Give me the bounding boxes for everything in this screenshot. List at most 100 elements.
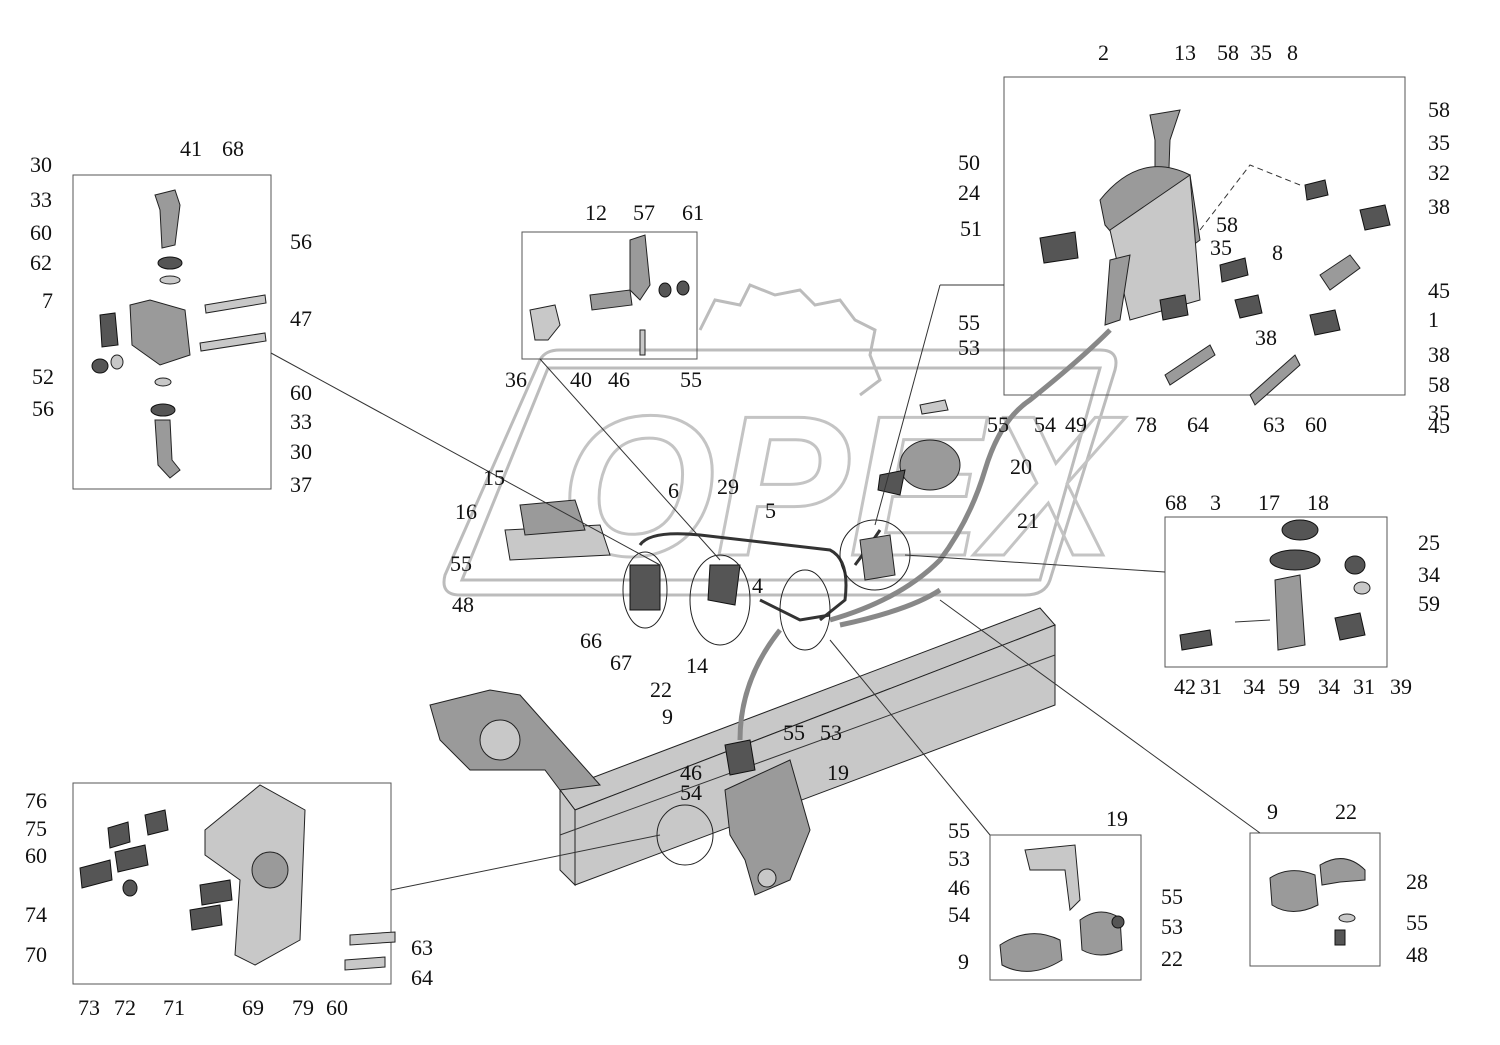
pipe-up-right (829, 328, 1112, 623)
pipe-main-b (759, 598, 831, 622)
inset-box-top-left (72, 174, 272, 490)
chassis-frame (429, 607, 1056, 887)
callout-top-right-55: 55 (987, 412, 1009, 437)
callout-right-middle-39: 39 (1390, 674, 1412, 699)
leader-inset-top-left (270, 352, 661, 566)
callout-top-left-30: 30 (290, 439, 312, 464)
callout-top-left-56: 56 (32, 396, 54, 421)
callout-right-middle-31: 31 (1200, 674, 1222, 699)
callout-center-6: 6 (668, 478, 679, 503)
callout-center-9: 9 (662, 704, 673, 729)
callout-top-right-64: 64 (1187, 412, 1209, 437)
plate-7 (99, 312, 119, 348)
callout-top-right-60: 60 (1305, 412, 1327, 437)
clamp-9 (999, 933, 1063, 972)
callout-right-middle-25: 25 (1418, 530, 1440, 555)
frame-rail-side (559, 624, 1056, 886)
callout-top-right-2: 2 (1098, 40, 1109, 65)
nut-30 (157, 256, 183, 270)
callout-top-left-41: 41 (180, 136, 202, 161)
elbow-36 (529, 304, 561, 341)
callout-top-right-78: 78 (1135, 412, 1157, 437)
callout-top-right-55: 55 (958, 310, 980, 335)
callout-bottom-mid-right-19: 19 (1106, 806, 1128, 831)
elbow-38c (1234, 294, 1263, 319)
callout-top-right-35: 35 (1250, 40, 1272, 65)
callout-center-5: 5 (765, 498, 776, 523)
bracket-12 (629, 234, 651, 301)
callout-top-right-24: 24 (958, 180, 980, 205)
valve-body (899, 439, 961, 491)
clamp-22b (1319, 858, 1366, 886)
callout-top-right-53: 53 (958, 335, 980, 360)
callout-top-left-52: 52 (32, 364, 54, 389)
callout-top-right-58: 58 (1216, 212, 1238, 237)
leader-inset-bottom-mid-right (829, 639, 991, 836)
nut-52 (91, 358, 109, 374)
callout-top-right-45: 45 (1428, 413, 1450, 438)
callout-bottom-right-55: 55 (1406, 910, 1428, 935)
inset-box-right-middle (1164, 516, 1388, 668)
clamp-22 (1079, 911, 1123, 956)
callout-bottom-right-48: 48 (1406, 942, 1428, 967)
inset-bottom-right-parts (1269, 858, 1366, 946)
leader-to-valve (874, 284, 941, 526)
screw-48 (1334, 929, 1346, 946)
callout-top-left-62: 62 (30, 250, 52, 275)
callout-center-12: 12 (585, 200, 607, 225)
callout-bottom-left-60: 60 (326, 995, 348, 1020)
cover-24 (1039, 231, 1079, 264)
bolt-47a (204, 294, 267, 314)
callout-right-middle-42: 42 (1174, 674, 1196, 699)
callout-center-46: 46 (608, 367, 630, 392)
callout-right-middle-59: 59 (1418, 591, 1440, 616)
callout-bottom-left-69: 69 (242, 995, 264, 1020)
ring-34 (1353, 581, 1371, 595)
valve-3-body (1274, 574, 1306, 651)
callout-center-19: 19 (827, 760, 849, 785)
nut-61 (676, 280, 690, 296)
callout-top-right-1: 1 (1428, 307, 1439, 332)
callout-right-middle-34: 34 (1418, 562, 1440, 587)
callout-center-66: 66 (580, 628, 602, 653)
inset-bottom-left-parts (79, 784, 396, 971)
callout-right-middle-17: 17 (1258, 490, 1280, 515)
valve-cap (919, 399, 949, 415)
frame-rail-face (559, 788, 576, 887)
bolt-63 (349, 931, 396, 946)
leader-inset-bottom-right (939, 599, 1261, 834)
callout-bottom-mid-right-55: 55 (948, 818, 970, 843)
callout-bottom-mid-right-53: 53 (1161, 914, 1183, 939)
callout-top-right-38: 38 (1428, 342, 1450, 367)
callout-bottom-left-72: 72 (114, 995, 136, 1020)
callout-bottom-left-74: 74 (25, 902, 47, 927)
frame-line (559, 654, 1056, 836)
callout-top-right-58: 58 (1428, 97, 1450, 122)
callout-right-middle-68: 68 (1165, 490, 1187, 515)
callout-top-left-33: 33 (30, 187, 52, 212)
detail-circle-66 (622, 551, 668, 629)
callout-top-right-35: 35 (1428, 400, 1450, 425)
callout-bottom-mid-right-9: 9 (958, 949, 969, 974)
callout-center-55: 55 (783, 720, 805, 745)
callout-bottom-left-70: 70 (25, 942, 47, 967)
callout-center-16: 16 (455, 499, 477, 524)
flow-arrow (1234, 619, 1271, 623)
callout-top-right-35: 35 (1210, 235, 1232, 260)
inset-top-left-parts (91, 189, 267, 479)
nut-57 (658, 282, 672, 298)
callout-top-right-63: 63 (1263, 412, 1285, 437)
callout-bottom-mid-right-53: 53 (948, 846, 970, 871)
pipe-main-a (638, 532, 848, 622)
bolt-75 (107, 821, 131, 849)
callout-top-right-58: 58 (1217, 40, 1239, 65)
callout-bottom-mid-right-46: 46 (948, 875, 970, 900)
callout-center-55: 55 (680, 367, 702, 392)
callout-top-right-32: 32 (1428, 160, 1450, 185)
callout-center-22: 22 (650, 677, 672, 702)
dashed-axis (1199, 164, 1301, 231)
valve-62 (129, 299, 191, 366)
bolt-76 (144, 809, 169, 836)
callout-center-15: 15 (483, 465, 505, 490)
